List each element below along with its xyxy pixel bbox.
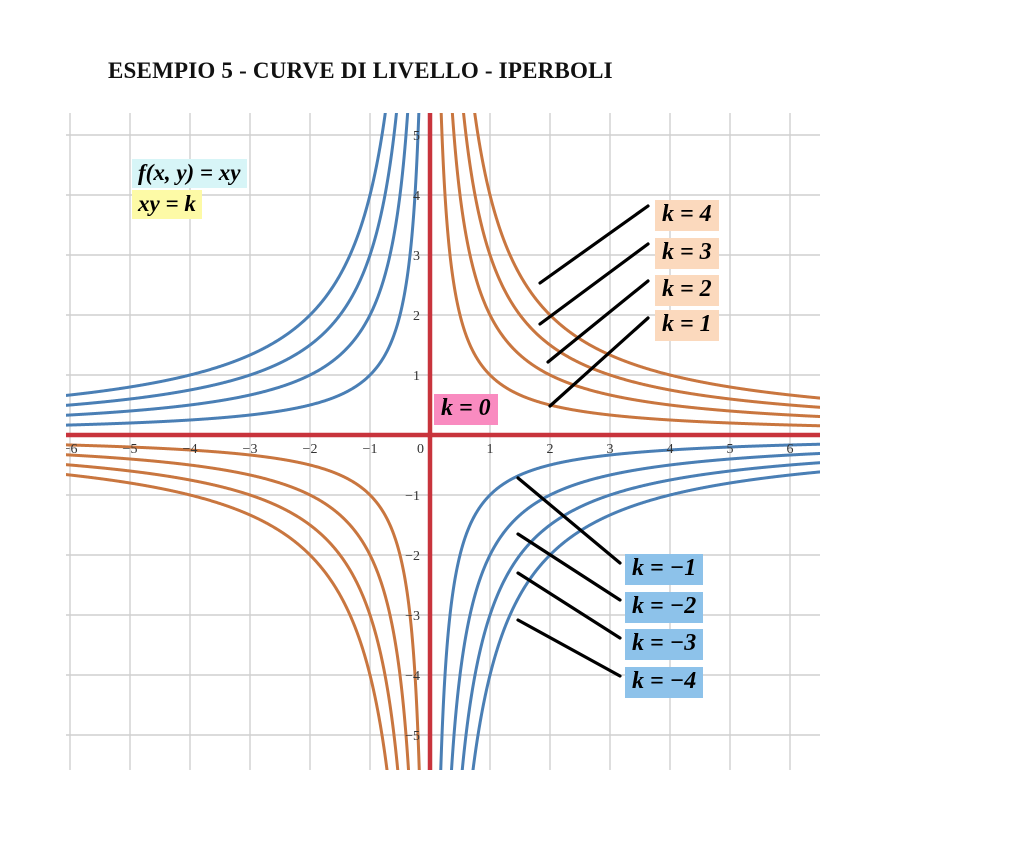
curve-label-k-3: k = −3 xyxy=(625,629,704,661)
svg-text:2: 2 xyxy=(547,442,554,457)
leader-lines xyxy=(516,204,650,678)
svg-text:5: 5 xyxy=(727,442,734,457)
svg-text:−6: −6 xyxy=(66,442,77,457)
svg-text:−3: −3 xyxy=(243,442,258,457)
svg-text:−4: −4 xyxy=(405,669,420,684)
hyperbola-plot: −6 −5 −4 −3 −2 −1 0 1 2 3 4 5 6 −5 −4 −3 −2 −1 1 2 3 4 5 xyxy=(66,113,820,770)
curve-label-k4: k = 4 xyxy=(655,200,719,232)
svg-text:−5: −5 xyxy=(405,729,420,744)
tick-labels: −6 −5 −4 −3 −2 −1 0 1 2 3 4 5 6 −5 −4 −3 −2 −1 1 2 3 4 5 xyxy=(66,129,794,744)
svg-text:−1: −1 xyxy=(363,442,378,457)
svg-text:1: 1 xyxy=(413,369,420,384)
curve-label-k-4: k = −4 xyxy=(625,667,704,699)
curve-label-k0: k = 0 xyxy=(434,394,498,426)
axes xyxy=(66,113,820,770)
svg-text:−2: −2 xyxy=(303,442,318,457)
svg-text:6: 6 xyxy=(787,442,794,457)
curve-label-k-1: k = −1 xyxy=(625,554,704,586)
svg-text:−5: −5 xyxy=(123,442,138,457)
svg-text:1: 1 xyxy=(487,442,494,457)
svg-text:−2: −2 xyxy=(405,549,420,564)
svg-text:4: 4 xyxy=(667,442,674,457)
svg-text:3: 3 xyxy=(413,249,420,264)
equation-function: f(x, y) = xy xyxy=(132,159,247,188)
svg-text:0: 0 xyxy=(417,442,424,457)
svg-text:2: 2 xyxy=(413,309,420,324)
curve-label-k3: k = 3 xyxy=(655,238,719,270)
svg-text:5: 5 xyxy=(413,129,420,144)
svg-text:−3: −3 xyxy=(405,609,420,624)
level-curves xyxy=(66,113,820,770)
svg-text:−4: −4 xyxy=(183,442,198,457)
svg-text:3: 3 xyxy=(607,442,614,457)
page-title: ESEMPIO 5 - CURVE DI LIVELLO - IPERBOLI xyxy=(108,58,613,83)
svg-text:−1: −1 xyxy=(405,489,420,504)
equation-level: xy = k xyxy=(132,190,202,219)
curve-label-k-2: k = −2 xyxy=(625,592,704,624)
plot-area: −6 −5 −4 −3 −2 −1 0 1 2 3 4 5 6 −5 −4 −3 −2 −1 1 2 3 4 5 xyxy=(66,113,820,770)
svg-text:4: 4 xyxy=(413,189,420,204)
curve-label-k2: k = 2 xyxy=(655,275,719,307)
curve-label-k1: k = 1 xyxy=(655,310,719,342)
